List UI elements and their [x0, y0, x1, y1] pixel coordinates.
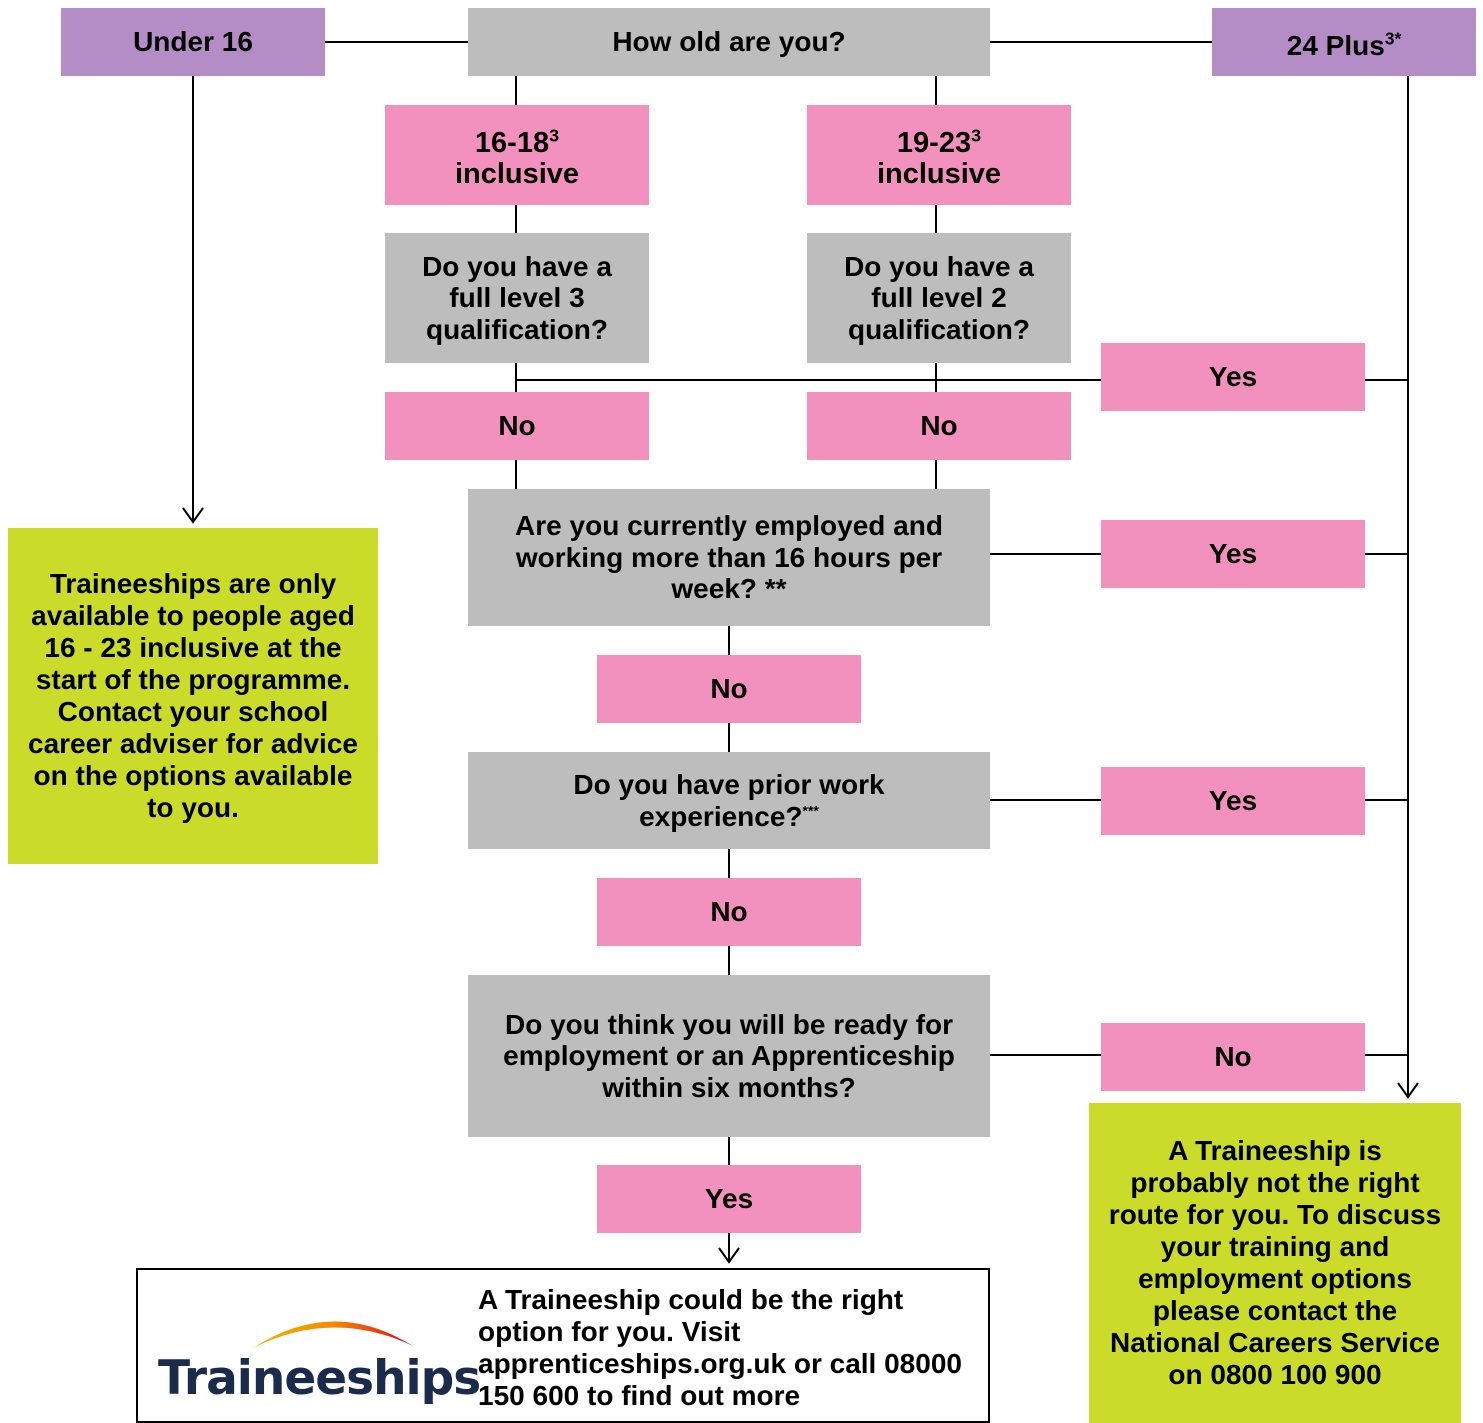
level-3-question: Do you have a full level 3 qualification…	[422, 250, 612, 345]
no-ready-label: No	[1214, 1041, 1252, 1072]
24-plus-footnote: 3*	[1384, 28, 1402, 49]
not-right-outcome-box: A Traineeship is probably not the right …	[1089, 1103, 1461, 1423]
yes-prior-label: Yes	[1208, 785, 1258, 816]
age-question-box: How old are you?	[468, 8, 990, 76]
arrowhead	[1397, 1082, 1419, 1099]
age-19-23-sub: inclusive	[876, 158, 1002, 190]
readiness-question: Do you think you will be ready for emplo…	[503, 1008, 955, 1103]
age-16-18-box: 16-183 inclusive	[385, 105, 649, 205]
age-19-23-footnote: 3	[971, 125, 982, 146]
arrowhead	[718, 1247, 740, 1264]
age-16-18-footnote: 3	[549, 125, 560, 146]
yes-ready-label: Yes	[704, 1183, 754, 1214]
age-19-23-box: 19-233 inclusive	[807, 105, 1071, 205]
yes-employed-box: Yes	[1101, 520, 1365, 588]
no-prior-box: No	[597, 878, 861, 946]
right-outcome-text: A Traineeship could be the right option …	[478, 1284, 962, 1411]
no-employed-box: No	[597, 655, 861, 723]
prior-experience-question: Do you have prior work experience?***	[573, 769, 885, 832]
traineeships-logo: Traineeships	[158, 1298, 481, 1408]
24-plus-label: 24 Plus3*	[1286, 28, 1402, 61]
yes-ready-box: Yes	[597, 1165, 861, 1233]
under-16-label: Under 16	[133, 26, 253, 57]
logo-text: Traineeships	[158, 1351, 481, 1406]
arrowhead	[182, 507, 204, 524]
level-2-question: Do you have a full level 2 qualification…	[844, 250, 1034, 345]
no-employed-label: No	[710, 673, 748, 704]
age-question-label: How old are you?	[612, 26, 846, 57]
not-right-outcome-text: A Traineeship is probably not the right …	[1108, 1135, 1442, 1390]
no-level-3-box: No	[385, 392, 649, 460]
no-prior-label: No	[710, 896, 748, 927]
employment-question: Are you currently employed and working m…	[515, 510, 943, 605]
no-level-3-label: No	[498, 410, 536, 441]
yes-qualification-label: Yes	[1208, 361, 1258, 392]
prior-experience-question-box: Do you have prior work experience?***	[468, 752, 990, 849]
under-16-box: Under 16	[61, 8, 325, 76]
employment-question-box: Are you currently employed and working m…	[468, 489, 990, 626]
readiness-question-box: Do you think you will be ready for emplo…	[468, 975, 990, 1137]
prior-experience-footnote: ***	[802, 802, 819, 819]
24-plus-box: 24 Plus3*	[1212, 8, 1476, 76]
age-16-18-label: 16-183	[474, 125, 560, 159]
under-16-outcome-text: Traineeships are only available to peopl…	[28, 568, 358, 823]
logo-arc-icon	[253, 1321, 413, 1348]
age-16-18-sub: inclusive	[454, 158, 580, 190]
right-outcome-box: Traineeships A Traineeship could be the …	[136, 1268, 990, 1423]
level-3-question-box: Do you have a full level 3 qualification…	[385, 233, 649, 363]
yes-prior-box: Yes	[1101, 767, 1365, 835]
level-2-question-box: Do you have a full level 2 qualification…	[807, 233, 1071, 363]
no-level-2-box: No	[807, 392, 1071, 460]
age-19-23-label: 19-233	[896, 125, 982, 159]
no-ready-box: No	[1101, 1023, 1365, 1091]
yes-qualification-box: Yes	[1101, 343, 1365, 411]
no-level-2-label: No	[920, 410, 958, 441]
under-16-outcome-box: Traineeships are only available to peopl…	[8, 528, 378, 864]
yes-employed-label: Yes	[1208, 538, 1258, 569]
